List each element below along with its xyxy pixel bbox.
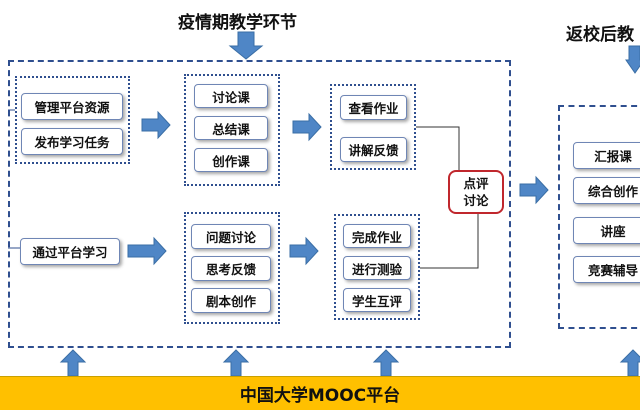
explain-feedback-box: 讲解反馈 xyxy=(340,137,407,162)
epidemic-phase-group xyxy=(8,60,511,348)
arrow-up-icon xyxy=(372,349,400,377)
homework-group xyxy=(330,84,416,170)
summary-class-box: 总结课 xyxy=(194,116,268,140)
arrow-right-icon xyxy=(289,236,319,266)
arrow-down-icon xyxy=(228,31,264,60)
epidemic-phase-title: 疫情期教学环节 xyxy=(178,13,297,33)
reflection-feedback-box: 思考反馈 xyxy=(191,256,271,281)
competition-coaching-box: 竞赛辅导 xyxy=(573,256,640,283)
pre-class-task-group xyxy=(15,76,130,164)
lecture-box: 讲座 xyxy=(573,217,640,244)
arrow-right-icon xyxy=(127,236,167,266)
check-homework-box: 查看作业 xyxy=(340,95,407,120)
back-to-school-group xyxy=(558,105,640,329)
review-line-2: 讨论 xyxy=(463,193,489,208)
connector-bottom xyxy=(420,214,479,269)
script-creation-box: 剧本创作 xyxy=(191,288,271,313)
problem-discussion-box: 问题讨论 xyxy=(191,224,271,249)
review-line-1: 点评 xyxy=(463,176,489,191)
arrow-down-icon xyxy=(625,45,640,74)
connector-top xyxy=(416,126,460,170)
arrow-right-icon xyxy=(292,112,322,142)
arrow-right-icon xyxy=(519,175,549,205)
study-via-platform-box: 通过平台学习 xyxy=(20,238,120,265)
peer-review-box: 学生互评 xyxy=(343,288,411,312)
publish-learning-task-box: 发布学习任务 xyxy=(21,128,123,155)
arrow-up-icon xyxy=(619,349,640,377)
complete-homework-box: 完成作业 xyxy=(343,224,411,248)
take-quiz-box: 进行测验 xyxy=(343,256,411,280)
arrow-right-icon xyxy=(141,110,171,140)
manage-platform-resources-box: 管理平台资源 xyxy=(21,93,123,120)
report-class-box: 汇报课 xyxy=(573,142,640,169)
review-discussion-box: 点评 讨论 xyxy=(448,170,504,214)
discussion-task-group xyxy=(184,212,280,324)
practice-group xyxy=(334,214,420,320)
arrow-up-icon xyxy=(59,349,87,377)
course-type-group xyxy=(184,74,280,186)
comprehensive-creation-box: 综合创作 xyxy=(573,177,640,204)
arrow-up-icon xyxy=(222,349,250,377)
creation-class-box: 创作课 xyxy=(194,148,268,172)
mooc-platform-bar: 中国大学MOOC平台 xyxy=(0,376,640,410)
back-to-school-title: 返校后教 xyxy=(566,25,634,45)
discussion-class-box: 讨论课 xyxy=(194,84,268,108)
mooc-platform-label: 中国大学MOOC平台 xyxy=(239,386,401,406)
